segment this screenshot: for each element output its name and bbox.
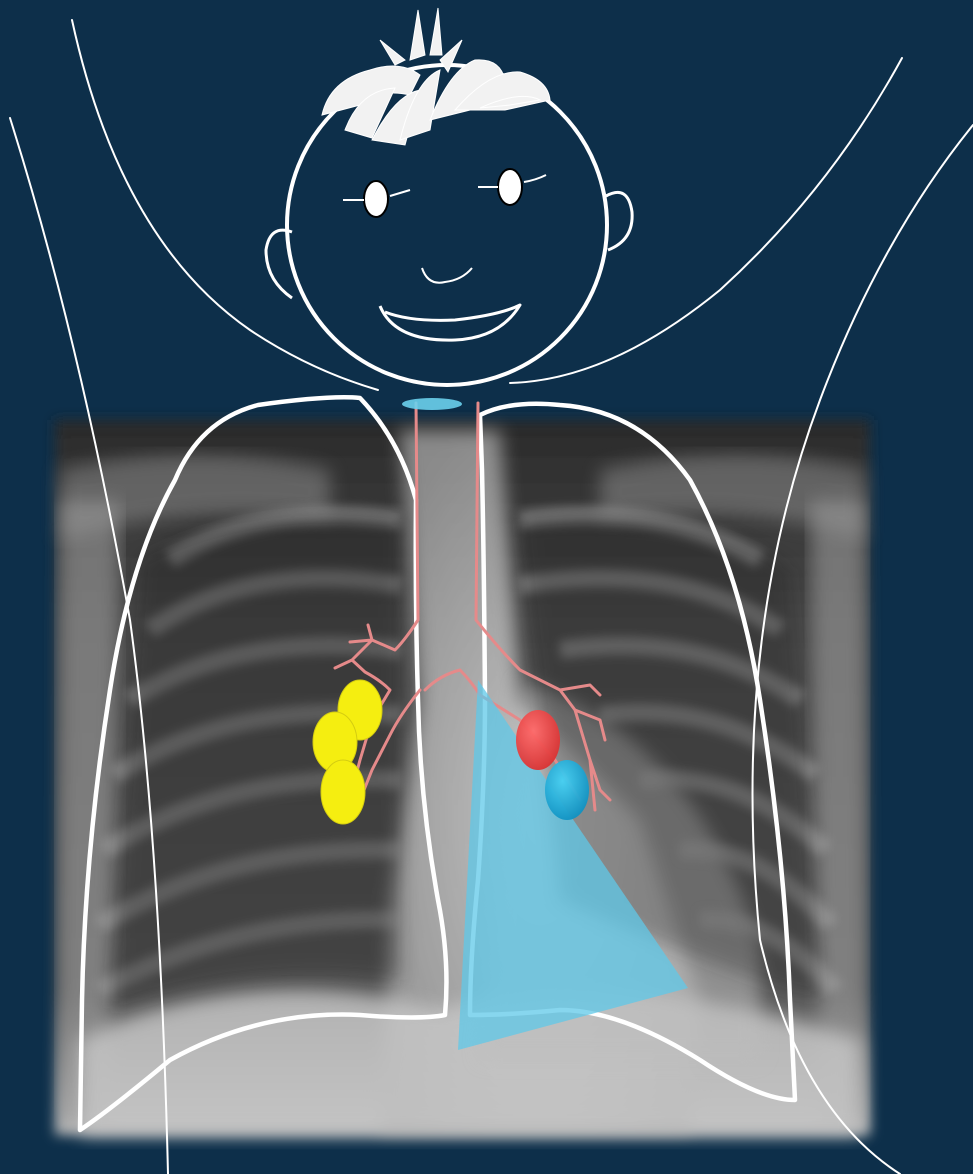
child-head-icon <box>266 8 632 385</box>
ear-icon <box>606 192 632 250</box>
tracheal-opening-icon <box>402 398 462 410</box>
mouth-icon <box>380 305 520 340</box>
nose-icon <box>422 268 472 283</box>
eye-icon <box>364 181 388 217</box>
aortic-knob-icon <box>516 710 560 770</box>
pulmonary-artery-icon <box>545 760 589 820</box>
right-shoulder-line <box>510 58 902 383</box>
lymph-node-icon <box>321 760 365 824</box>
hair-icon <box>322 8 550 145</box>
eye-icon <box>498 169 522 205</box>
